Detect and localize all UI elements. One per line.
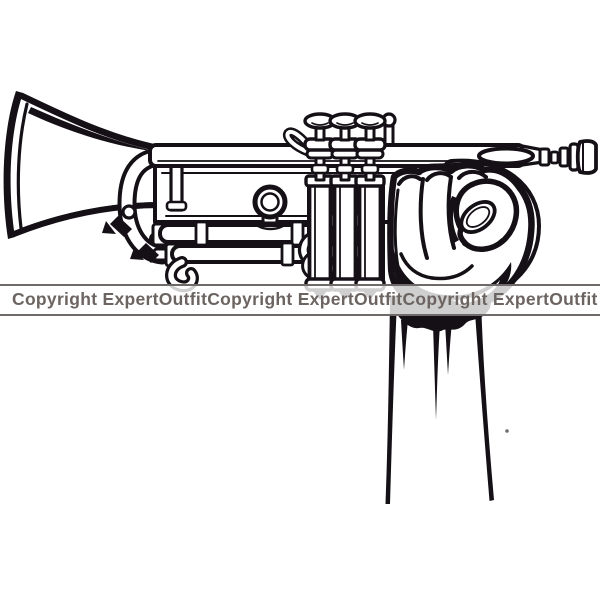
mouthpiece bbox=[538, 139, 598, 175]
trumpet-body bbox=[151, 152, 435, 293]
forearm bbox=[385, 295, 509, 504]
watermark-band: Copyright ExpertOutfit Copyright ExpertO… bbox=[0, 284, 600, 316]
slide-ring bbox=[252, 184, 288, 231]
valve-casings bbox=[297, 174, 386, 300]
valve-buttons bbox=[303, 112, 387, 182]
watermark-text: Copyright ExpertOutfit bbox=[12, 289, 208, 310]
watermark-text: Copyright ExpertOutfit bbox=[207, 289, 403, 310]
thumbnail bbox=[459, 200, 497, 234]
lead-pipe-front-edge bbox=[427, 146, 535, 169]
watermark-text: Copyright ExpertOutfit bbox=[402, 289, 598, 310]
